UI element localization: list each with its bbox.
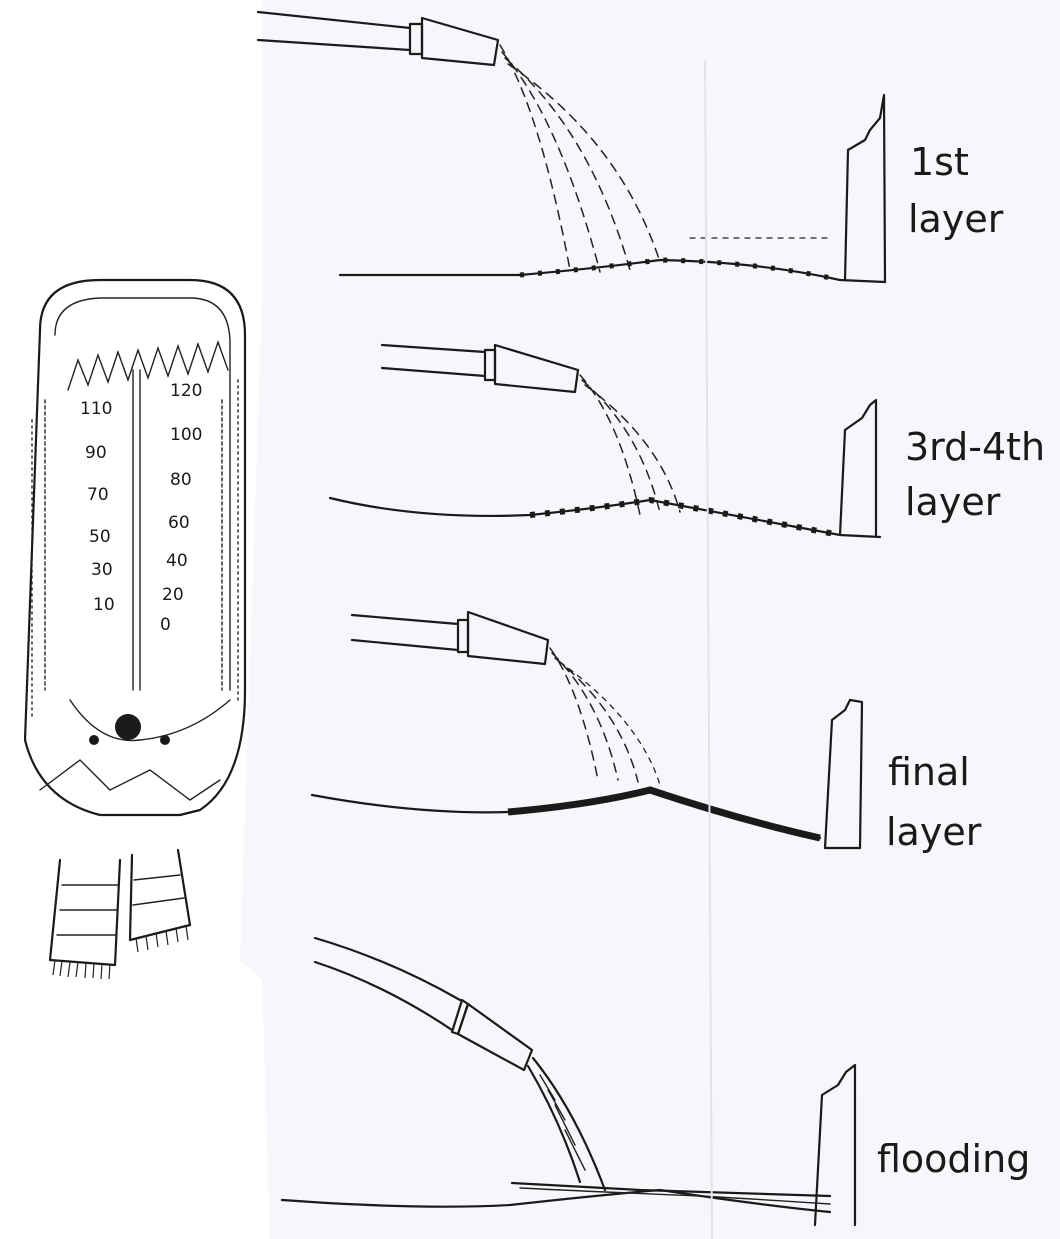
left-scale-1: 90 bbox=[85, 443, 107, 463]
stage-4-label: flooding bbox=[877, 1137, 1030, 1181]
gauge-hatching bbox=[32, 380, 238, 720]
left-scale-3: 50 bbox=[89, 527, 111, 547]
right-scale-6: 0 bbox=[160, 615, 171, 635]
left-scale-5: 10 bbox=[93, 595, 115, 615]
left-scale-2: 70 bbox=[87, 485, 109, 505]
stage-3-label-line2: layer bbox=[886, 810, 982, 854]
right-scale-2: 80 bbox=[170, 470, 192, 490]
page-sheet bbox=[240, 0, 1060, 1239]
stage-1-label-line1: 1st bbox=[910, 140, 969, 184]
pressure-gauge: 110 90 70 50 30 10 120 100 80 60 40 20 0 bbox=[25, 280, 245, 979]
right-scale-4: 40 bbox=[166, 551, 188, 571]
stage-1-label-line2: layer bbox=[908, 197, 1004, 241]
gauge-sawtooth bbox=[68, 342, 228, 390]
stage-3-label-line1: final bbox=[888, 750, 970, 794]
left-scale-0: 110 bbox=[80, 399, 112, 419]
right-scale-0: 120 bbox=[170, 381, 202, 401]
right-scale-1: 100 bbox=[170, 425, 202, 445]
right-scale-3: 60 bbox=[168, 513, 190, 533]
stage-2-label-line1: 3rd-4th bbox=[905, 425, 1045, 469]
right-scale-5: 20 bbox=[162, 585, 184, 605]
left-scale-4: 30 bbox=[91, 560, 113, 580]
stage-2-label-line2: layer bbox=[905, 480, 1001, 524]
gauge-straps bbox=[50, 850, 190, 979]
gauge-bulb bbox=[115, 714, 141, 740]
